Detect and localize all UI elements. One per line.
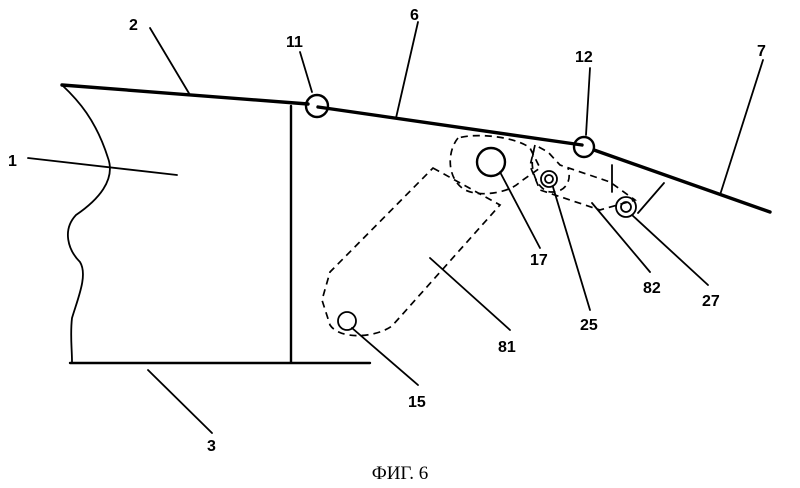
ref-label-25: 25 [580,317,598,334]
ref-label-11: 11 [286,34,303,51]
ref-label-27: 27 [702,293,720,310]
leader-3 [147,369,213,434]
pivot-17 [475,146,507,178]
pivot-25-inner [544,174,554,184]
mount-17-outline [449,134,542,195]
leader-6 [395,21,419,119]
actuator-81 [321,166,502,337]
ref-label-12: 12 [575,49,593,66]
bracket-25 [531,149,571,193]
leader-27 [631,214,709,286]
ref-label-6: 6 [410,7,419,24]
leader-81 [429,257,511,331]
pivot-27-inner [620,201,632,213]
ref-label-81: 81 [498,339,516,356]
break-line [61,84,111,363]
leader-12 [585,67,591,136]
ref-label-3: 3 [207,438,216,455]
ref-label-17: 17 [530,252,548,269]
hinge-12 [572,135,596,159]
leader-25 [552,186,591,311]
ref-label-82: 82 [643,280,661,297]
pivot-27 [615,196,637,218]
panel-6 [316,105,584,147]
pivot-15 [337,311,357,331]
bracket-27 [611,164,665,214]
ref-label-7: 7 [757,43,766,60]
hinge-11 [304,93,330,119]
leader-2 [149,27,191,96]
leader-82 [591,202,651,273]
ref-label-2: 2 [129,17,138,34]
leader-17 [499,171,541,249]
pivot-25 [540,170,558,188]
upper-skin-2 [60,83,310,106]
leader-7 [719,59,764,196]
leader-1 [27,157,178,176]
panel-7 [592,148,772,214]
leader-11 [299,51,313,93]
ref-label-15: 15 [408,394,426,411]
ref-label-1: 1 [8,153,17,170]
leader-15 [351,327,419,386]
figure-caption: ФИГ. 6 [372,463,429,484]
